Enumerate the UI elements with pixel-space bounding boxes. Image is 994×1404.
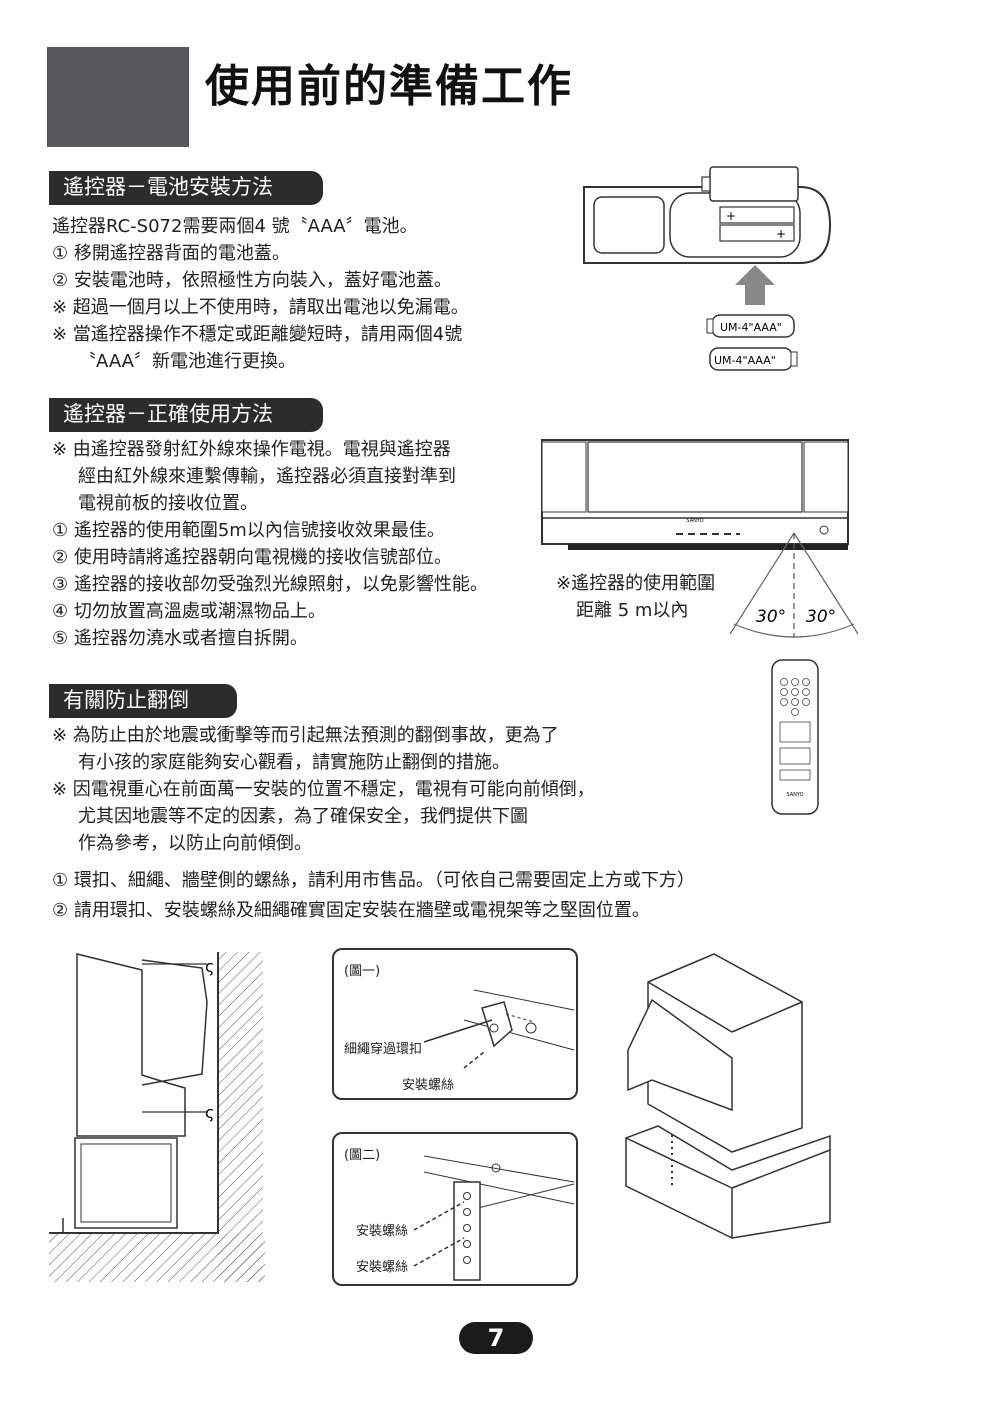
section3-header: 有關防止翻倒 — [49, 684, 237, 718]
section3-line: 尤其因地震等不定的因素，為了確保安全，我們提供下圖 — [78, 806, 528, 827]
battery-label: UM-4"AAA" — [714, 354, 776, 367]
figure2-drawing — [413, 1155, 575, 1281]
section2-line: ⑤ 遙控器勿澆水或者擅自拆開。 — [52, 628, 308, 649]
range-note-line: ※遙控器的使用範圍 — [556, 573, 716, 594]
svg-text:+: + — [726, 209, 736, 223]
section1-line: ② 安裝電池時，依照極性方向裝入，蓋好電池蓋。 — [52, 270, 452, 291]
tv-perspective-illustration — [625, 953, 831, 1239]
section2-line: 電視前板的接收位置。 — [78, 493, 258, 514]
page-number: 7 — [459, 1322, 533, 1354]
range-note-line: 距離 5 m以內 — [576, 600, 689, 621]
section3-step: ② 請用環扣、安裝螺絲及細繩確實固定安裝在牆壁或電視架等之堅固位置。 — [52, 900, 650, 921]
section2-line: ② 使用時請將遙控器朝向電視機的接收信號部位。 — [52, 547, 452, 568]
section3-line: 作為參考，以防止向前傾倒。 — [78, 833, 312, 854]
figure2-screw-label-2: 安裝螺絲 — [356, 1260, 409, 1275]
section2-line: ※ 由遙控器發射紅外線來操作電視。電視與遙控器 — [52, 439, 451, 460]
angle-left: 30° — [756, 607, 786, 627]
angle-right: 30° — [806, 607, 836, 627]
section1-line: 〝AAA〞新電池進行更換。 — [78, 351, 296, 372]
tv-brand: SANYO — [686, 518, 703, 524]
figure1-rope-label: 細繩穿過環扣 — [344, 1042, 423, 1057]
remote-usage-illustration: SANYO 30° 30° SANYO — [541, 439, 859, 815]
section3-line: 有小孩的家庭能夠安心觀看，請實施防止翻倒的措施。 — [78, 752, 510, 773]
remote-brand: SANYO — [786, 792, 803, 798]
section3-steps: ① 環扣、細繩、牆壁側的螺絲，請利用市售品。（可依自己需要固定上方或下方） ② … — [52, 866, 695, 926]
section2-text: ※ 由遙控器發射紅外線來操作電視。電視與遙控器 經由紅外線來連繫傳輸，遙控器必須… — [52, 436, 488, 652]
figure2-box: (圖二) 安裝螺絲 安裝螺絲 — [332, 1132, 578, 1286]
section1-line: 遙控器RC-S072需要兩個4 號〝AAA〞電池。 — [52, 216, 418, 237]
section1-header: 遙控器－電池安裝方法 — [49, 171, 323, 205]
header-gray-block — [47, 47, 189, 147]
figure1-box: (圖一) 細繩穿過環扣 安裝螺絲 — [332, 948, 578, 1100]
section2-header: 遙控器－正確使用方法 — [49, 398, 323, 432]
section3-text: ※ 為防止由於地震或衝擊等而引起無法預測的翻倒事故，更為了 有小孩的家庭能夠安心… — [52, 722, 595, 857]
figure1-drawing — [423, 989, 575, 1069]
wall-installation-illustration: ςς — [49, 952, 265, 1282]
figure2-label: (圖二) — [344, 1148, 381, 1163]
section3-line: ※ 因電視重心在前面萬一安裝的位置不穩定，電視有可能向前傾倒， — [52, 779, 595, 800]
section2-line: ③ 遙控器的接收部勿受強烈光線照射，以免影響性能。 — [52, 574, 488, 595]
section2-line: ④ 切勿放置高溫處或潮濕物品上。 — [52, 601, 326, 622]
figure2-screw-label-1: 安裝螺絲 — [356, 1224, 409, 1239]
figure1-label: (圖一) — [344, 964, 381, 979]
section2-line: 經由紅外線來連繫傳輸，遙控器必須直接對準到 — [78, 466, 456, 487]
page-title: 使用前的準備工作 — [205, 61, 573, 112]
section1-text: 遙控器RC-S072需要兩個4 號〝AAA〞電池。 ① 移開遙控器背面的電池蓋。… — [52, 213, 469, 375]
range-note: ※遙控器的使用範圍 距離 5 m以內 — [556, 570, 715, 624]
battery-label: UM-4"AAA" — [720, 321, 782, 334]
section3-line: ※ 為防止由於地震或衝擊等而引起無法預測的翻倒事故，更為了 — [52, 725, 559, 746]
svg-text:+: + — [776, 227, 786, 241]
svg-text:ς: ς — [205, 957, 214, 976]
section3-step: ① 環扣、細繩、牆壁側的螺絲，請利用市售品。（可依自己需要固定上方或下方） — [52, 870, 695, 891]
section1-line: ※ 超過一個月以上不使用時，請取出電池以免漏電。 — [52, 297, 469, 318]
battery-install-illustration: + + UM-4"AAA" UM-4"AAA" — [583, 166, 832, 371]
figure1-screw-label: 安裝螺絲 — [402, 1078, 455, 1093]
svg-text:ς: ς — [205, 1103, 214, 1122]
section1-line: ※ 當遙控器操作不穩定或距離變短時，請用兩個4號 — [52, 324, 463, 345]
section2-line: ① 遙控器的使用範圍5m以內信號接收效果最佳。 — [52, 520, 445, 541]
section1-line: ① 移開遙控器背面的電池蓋。 — [52, 243, 290, 264]
